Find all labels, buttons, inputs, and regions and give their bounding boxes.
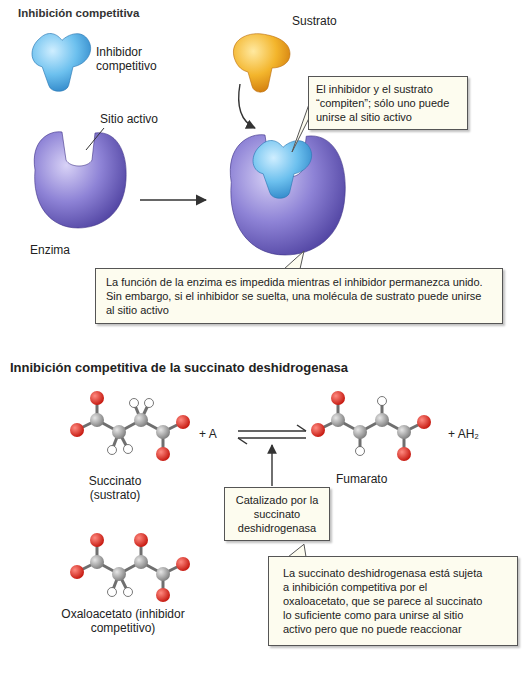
molecule-fumarate — [311, 391, 431, 461]
molecule-fumarate — [318, 398, 424, 454]
equilibrium-arrow — [238, 437, 306, 439]
molecule-succinate — [112, 425, 126, 439]
molecule-succinate — [77, 398, 183, 454]
reaction-arrow — [140, 199, 206, 201]
molecule-succinate — [156, 425, 170, 439]
molecule-oxaloacetate — [134, 533, 148, 547]
molecule-label: Succinato (sustrato) — [70, 474, 160, 503]
part-label: Inhibidor competitivo — [96, 45, 176, 74]
title: Inhibición competitiva — [18, 7, 139, 19]
molecule-succinate — [130, 399, 139, 408]
molecule-succinate — [176, 415, 190, 429]
molecule-oxaloacetate — [176, 557, 190, 571]
molecule-succinate — [145, 399, 154, 408]
molecule-oxaloacetate — [134, 555, 148, 569]
molecule-succinate — [70, 423, 84, 437]
callout-tail — [292, 104, 309, 152]
equilibrium-arrow — [238, 430, 306, 432]
inhibitor-shape — [253, 140, 312, 198]
callout-text: La función de la enzima es impedida mien… — [106, 275, 492, 317]
molecule-oxaloacetate — [108, 588, 117, 597]
inhibitor-shape — [32, 33, 91, 91]
equilibrium-arrow — [297, 425, 306, 431]
molecule-fumarate — [331, 391, 345, 405]
part-label: Sitio activo — [100, 112, 190, 126]
enzyme-shape — [34, 132, 126, 228]
molecule-fumarate — [353, 425, 367, 439]
molecule-oxaloacetate — [112, 567, 126, 581]
molecule-fumarate — [378, 397, 387, 406]
enzyme-shape — [230, 135, 345, 255]
substrate-shape — [233, 34, 290, 92]
inhibitor-shape — [253, 140, 312, 198]
molecule-succinate — [108, 446, 117, 455]
callout-text: La succinato deshidrogenasa está sujeta … — [283, 566, 487, 636]
callout-box: La función de la enzima es impedida mien… — [95, 268, 503, 324]
molecule-oxaloacetate — [70, 565, 84, 579]
enzyme-shape — [34, 132, 126, 228]
reactant-label: + A — [199, 427, 233, 441]
molecule-oxaloacetate — [77, 540, 183, 595]
molecule-succinate — [90, 391, 104, 405]
enzyme-shape — [230, 135, 345, 255]
molecule-oxaloacetate — [90, 533, 104, 547]
molecule-fumarate — [417, 415, 431, 429]
substrate-shape — [233, 34, 290, 92]
curved-arrow — [239, 84, 255, 128]
molecule-oxaloacetate — [90, 555, 104, 569]
product-label: + AH₂ — [448, 427, 508, 441]
callout-tail — [284, 251, 304, 269]
molecule-label: Oxaloacetato (inhibidor competitivo) — [58, 607, 188, 636]
callout-text: Catalizado por la succinato deshidrogena… — [229, 493, 325, 535]
molecule-oxaloacetate — [124, 588, 133, 597]
callout-box: El inhibidor y el sustrato “compiten”; s… — [308, 76, 468, 130]
part-label: Enzima — [30, 243, 110, 257]
molecule-fumarate — [375, 413, 389, 427]
molecule-oxaloacetate — [156, 567, 170, 581]
callout-box: Catalizado por la succinato deshidrogena… — [224, 487, 330, 541]
molecule-fumarate — [311, 423, 325, 437]
molecule-succinate — [90, 413, 104, 427]
molecule-fumarate — [397, 447, 411, 461]
pointer-arrow — [271, 445, 272, 486]
equilibrium-arrow — [238, 438, 247, 444]
molecule-succinate — [134, 413, 148, 427]
molecule-oxaloacetate — [156, 588, 170, 602]
callout-box: La succinato deshidrogenasa está sujeta … — [268, 556, 518, 646]
molecule-fumarate — [356, 447, 365, 456]
molecule-succinate — [70, 391, 190, 461]
part-label: Sustrato — [292, 14, 372, 28]
leader-line — [86, 128, 104, 150]
section-heading: Innibición competitiva de la succinato d… — [10, 360, 510, 376]
molecule-fumarate — [397, 425, 411, 439]
molecule-fumarate — [331, 413, 345, 427]
molecule-label: Fumarato — [336, 472, 426, 486]
callout-text: El inhibidor y el sustrato “compiten”; s… — [316, 82, 460, 124]
equilibrium-arrow — [238, 425, 306, 444]
inhibitor-shape — [32, 33, 91, 91]
molecule-succinate — [156, 447, 170, 461]
molecule-succinate — [124, 445, 133, 454]
molecule-oxaloacetate — [70, 533, 190, 602]
